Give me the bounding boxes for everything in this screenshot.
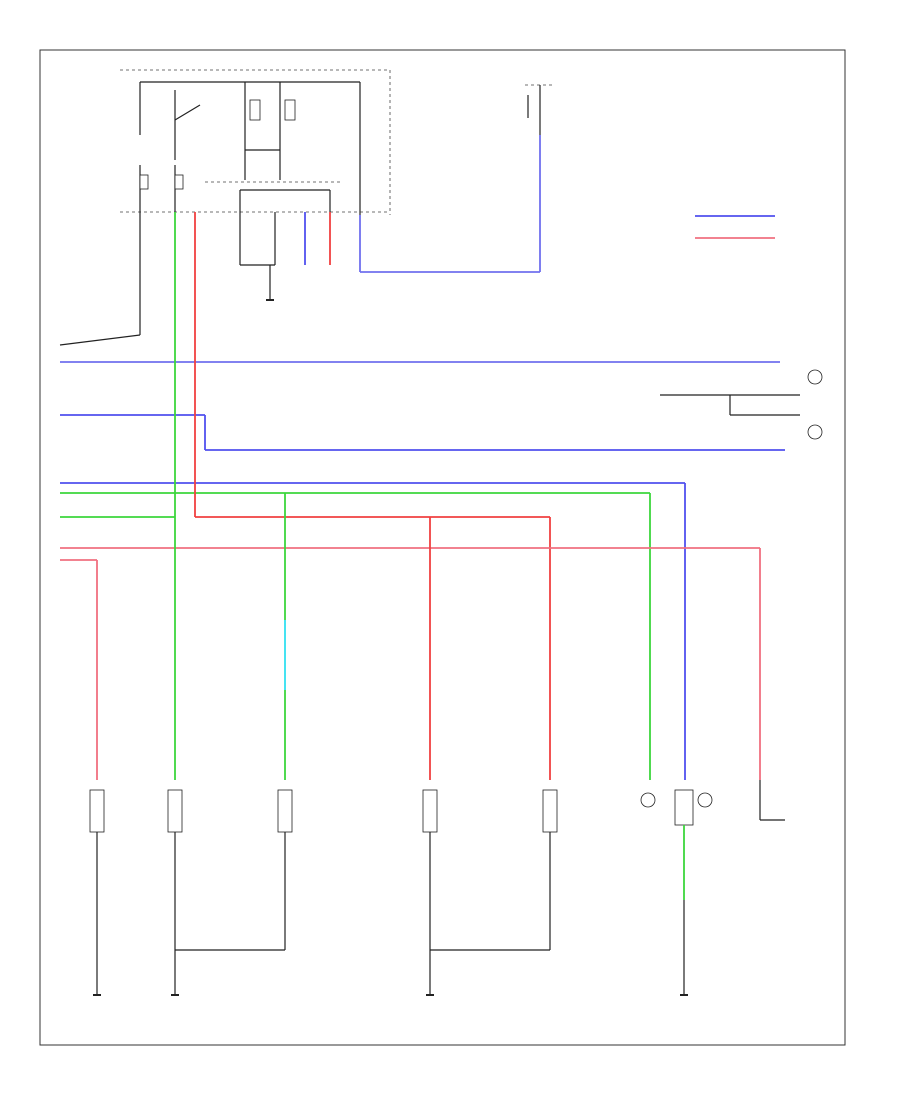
lamp-4 [422, 789, 438, 833]
diagram-frame [39, 49, 846, 1046]
wire-pink-drop [60, 559, 98, 780]
wire-horizontal-green-1 [60, 492, 651, 780]
ground-wires [96, 825, 685, 995]
wire-horizontal-red [195, 516, 551, 780]
lamp-3 [277, 789, 293, 833]
fuse-3 [139, 174, 149, 190]
legend-block [660, 215, 800, 416]
lamp-7 [759, 780, 785, 821]
lamp-6 [640, 789, 713, 826]
fuse-relay-block [120, 69, 391, 215]
lamp-1 [89, 789, 105, 833]
fuse-1 [249, 99, 261, 121]
battery-fuse [525, 84, 555, 135]
left-lamp-bulb [807, 369, 823, 385]
wire-horizontal-blue-3 [60, 482, 686, 780]
right-lamp-bulb [807, 424, 823, 440]
fuse-4 [174, 174, 184, 190]
lamp-2 [167, 789, 183, 833]
fuse-2 [284, 99, 296, 121]
wire-horizontal-pink [60, 547, 761, 780]
wire-horizontal-blue-2 [60, 414, 785, 451]
wire-battery-feed [359, 135, 541, 273]
lamp-5 [542, 789, 558, 833]
connector-harness [239, 212, 331, 301]
